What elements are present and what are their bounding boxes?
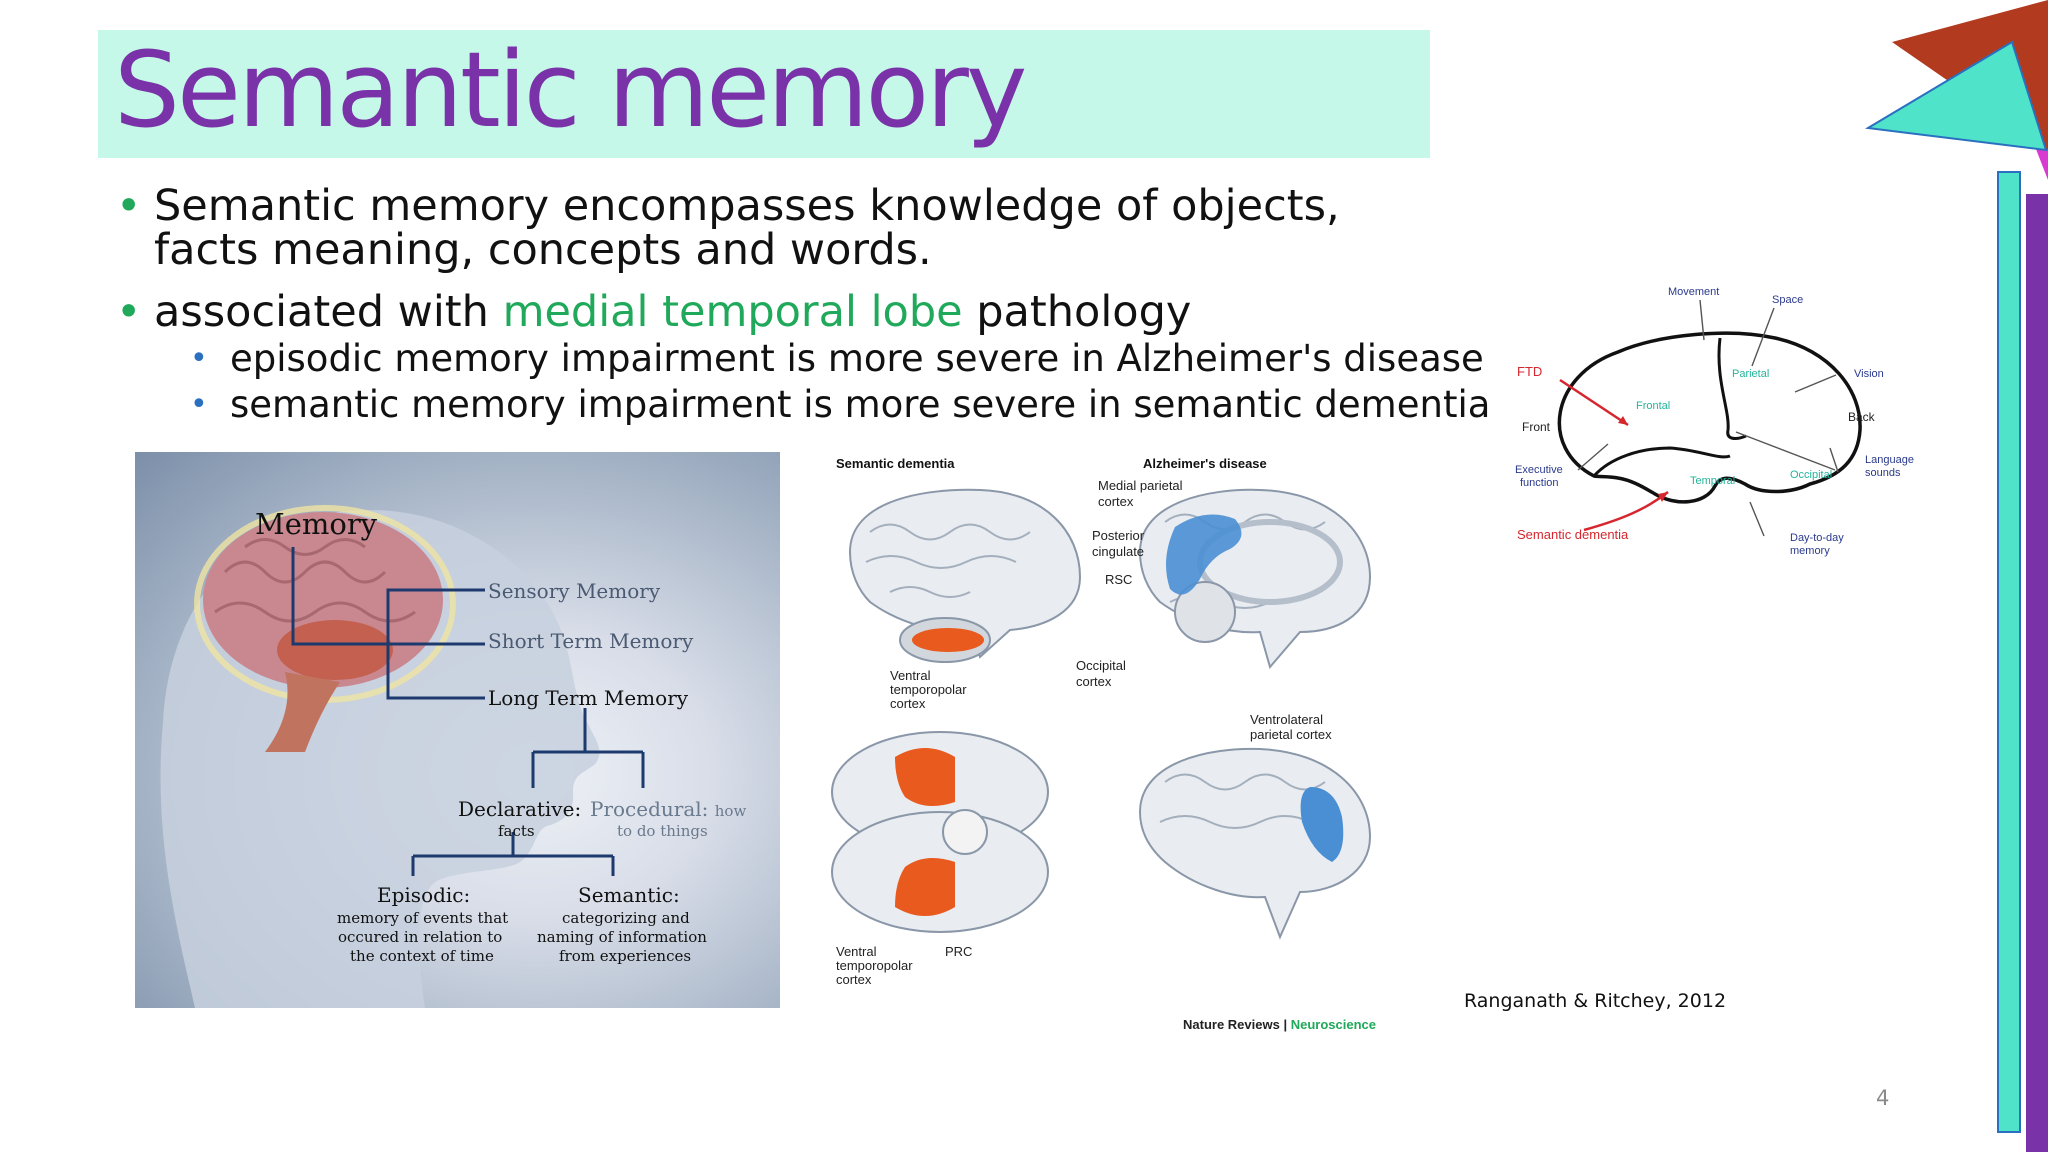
- sub-bullet-dot: •: [190, 341, 208, 376]
- posterior-cingulate-label-2: cingulate: [1092, 544, 1144, 559]
- sub-bullet-item: • episodic memory impairment is more sev…: [116, 336, 1484, 382]
- language-sounds-label-1: Language: [1865, 454, 1914, 466]
- brain-stem: [265, 672, 340, 752]
- lobe-diagram-svg: Movement Space FTD Vision Front Frontal …: [1515, 286, 1914, 557]
- brain-figure-svg: Semantic dementia Alzheimer's disease: [831, 456, 1376, 1032]
- ventral-temporopolar-lesion: [912, 628, 984, 652]
- ventral-temporopolar-bottom-2: temporopolar: [836, 958, 913, 973]
- bullet-highlight: medial temporal lobe: [502, 287, 963, 337]
- day-to-day-memory-label-1: Day-to-day: [1790, 532, 1844, 544]
- brain-outline: [1557, 331, 1862, 504]
- semantic-desc-1: categorizing and: [562, 909, 690, 927]
- sub-bullet-dot: •: [190, 387, 208, 422]
- back-label: Back: [1848, 410, 1876, 424]
- citation: Ranganath & Ritchey, 2012: [1464, 990, 1727, 1012]
- episodic-desc-2: occured in relation to: [338, 928, 502, 946]
- ventrolateral-parietal-label-2: parietal cortex: [1250, 727, 1332, 742]
- executive-function-label-1: Executive: [1515, 464, 1563, 476]
- space-label: Space: [1772, 294, 1803, 306]
- col-semantic-dementia-label: Semantic dementia: [836, 456, 955, 471]
- slide-title: Semantic memory: [114, 29, 1027, 151]
- page-number: 4: [1876, 1086, 1890, 1110]
- ventral-temporopolar-bottom-1: Ventral: [836, 944, 877, 959]
- semantic-desc-3: from experiences: [559, 947, 691, 965]
- brain-ad-lateral: [1138, 747, 1372, 940]
- brain-temporal: [277, 620, 393, 680]
- frontal-label: Frontal: [1636, 400, 1670, 412]
- episodic-desc-1: memory of events that: [337, 909, 508, 927]
- semantic-desc-2: naming of information: [537, 928, 707, 946]
- title-band: [98, 30, 1430, 158]
- medial-parietal-label-1: Medial parietal: [1098, 478, 1183, 493]
- declarative-label: Declarative:: [458, 797, 581, 821]
- occipital-cortex-label-1: Occipital: [1076, 658, 1126, 673]
- occipital-cortex-label-2: cortex: [1076, 674, 1112, 689]
- brain-sd-lateral: [848, 488, 1082, 663]
- journal-credit: Nature Reviews | Neuroscience: [1183, 1017, 1376, 1032]
- deco-bar-purple: [2026, 194, 2048, 1152]
- deco-bar-teal: [1997, 171, 2021, 1133]
- sub-bullet-text: semantic memory impairment is more sever…: [230, 383, 1491, 426]
- rsc-label: RSC: [1105, 572, 1132, 587]
- episodic-desc-3: the context of time: [350, 947, 494, 965]
- ventral-temporopolar-top-1: Ventral: [890, 668, 931, 683]
- medial-parietal-region: [1166, 514, 1242, 595]
- sub-bullet-item: • semantic memory impairment is more sev…: [116, 382, 1490, 428]
- brain-ad-medial: [1138, 488, 1372, 670]
- posterior-cingulate-label-1: Posterior: [1092, 528, 1145, 543]
- ventral-temporopolar-top-2: temporopolar: [890, 682, 967, 697]
- temporal-label: Temporal: [1690, 475, 1735, 487]
- bullet-dot: •: [116, 287, 142, 337]
- bullet-list: • Semantic memory encompasses knowledge …: [116, 184, 1490, 428]
- bullet-text-post: pathology: [962, 287, 1192, 337]
- bullet-text-pre: associated with: [154, 287, 503, 337]
- ftd-arrow: [1559, 378, 1629, 427]
- lobe-boundaries: [1592, 337, 1747, 478]
- deco-triangle-magenta: [1985, 18, 2048, 180]
- ventral-temporopolar-sd-bottom: [895, 748, 955, 916]
- prc-label: PRC: [945, 944, 972, 959]
- language-sounds-label-2: sounds: [1865, 467, 1901, 479]
- pointer-lines: [1577, 299, 1839, 537]
- ftd-label: FTD: [1517, 364, 1542, 379]
- ventrolateral-parietal-region: [1300, 787, 1344, 862]
- ventrolateral-parietal-label-1: Ventrolateral: [1250, 712, 1323, 727]
- declarative-sub-label: facts: [498, 822, 535, 840]
- lobe-function-diagram: Movement Space FTD Vision Front Frontal …: [1500, 280, 1920, 570]
- ventral-temporopolar-top-3: cortex: [890, 696, 926, 711]
- sensory-memory-label: Sensory Memory: [488, 579, 661, 603]
- executive-function-label-2: function: [1520, 477, 1559, 489]
- day-to-day-memory-label-2: memory: [1790, 545, 1830, 557]
- semantic-label: Semantic:: [578, 883, 680, 907]
- procedural-label: Procedural: how: [590, 797, 746, 821]
- occipital-label: Occipital: [1790, 469, 1832, 481]
- medial-parietal-label-2: cortex: [1098, 494, 1134, 509]
- semantic-dementia-label: Semantic dementia: [1517, 527, 1629, 542]
- deco-triangle-teal: [1864, 40, 2048, 152]
- deco-triangle-red: [1892, 0, 2048, 150]
- parietal-label: Parietal: [1732, 368, 1769, 380]
- memory-root-label: Memory: [255, 507, 378, 541]
- bullet-item: • associated with medial temporal lobe p…: [116, 290, 1446, 334]
- procedural-sub-label: to do things: [617, 822, 708, 840]
- bullet-dot: •: [116, 181, 142, 231]
- bullet-text: Semantic memory encompasses knowledge of…: [154, 181, 1340, 275]
- front-label: Front: [1522, 420, 1551, 434]
- brain-sd-ventral: [831, 731, 1049, 933]
- sub-bullet-text: episodic memory impairment is more sever…: [230, 337, 1484, 380]
- bullet-item: • Semantic memory encompasses knowledge …: [116, 184, 1446, 272]
- vision-label: Vision: [1854, 368, 1884, 380]
- long-term-memory-label: Long Term Memory: [488, 686, 689, 710]
- brain-folds: [214, 538, 416, 623]
- brain-comparison-figure: Semantic dementia Alzheimer's disease: [830, 452, 1400, 1042]
- movement-label: Movement: [1668, 286, 1719, 298]
- episodic-label: Episodic:: [377, 883, 470, 907]
- memory-figure-svg: Memory Sensory Memory Short Term Memory …: [160, 505, 746, 1008]
- taxonomy-lines: [291, 547, 645, 876]
- memory-taxonomy-figure: Memory Sensory Memory Short Term Memory …: [135, 452, 780, 1008]
- ventral-temporopolar-bottom-3: cortex: [836, 972, 872, 987]
- short-term-memory-label: Short Term Memory: [488, 629, 694, 653]
- semantic-dementia-arrow: [1583, 491, 1669, 532]
- col-alzheimers-label: Alzheimer's disease: [1143, 456, 1267, 471]
